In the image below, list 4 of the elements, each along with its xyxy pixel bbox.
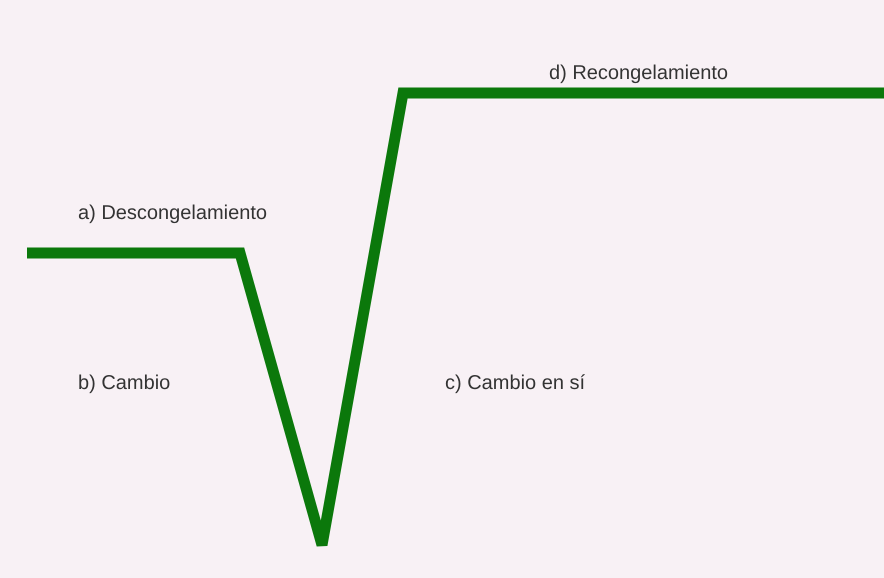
- stage-label: d) Recongelamiento: [549, 61, 728, 86]
- stage-label: b) Cambio: [78, 371, 170, 396]
- stage-label: c) Cambio en sí: [445, 371, 586, 396]
- stage-label: a) Descongelamiento: [78, 201, 267, 226]
